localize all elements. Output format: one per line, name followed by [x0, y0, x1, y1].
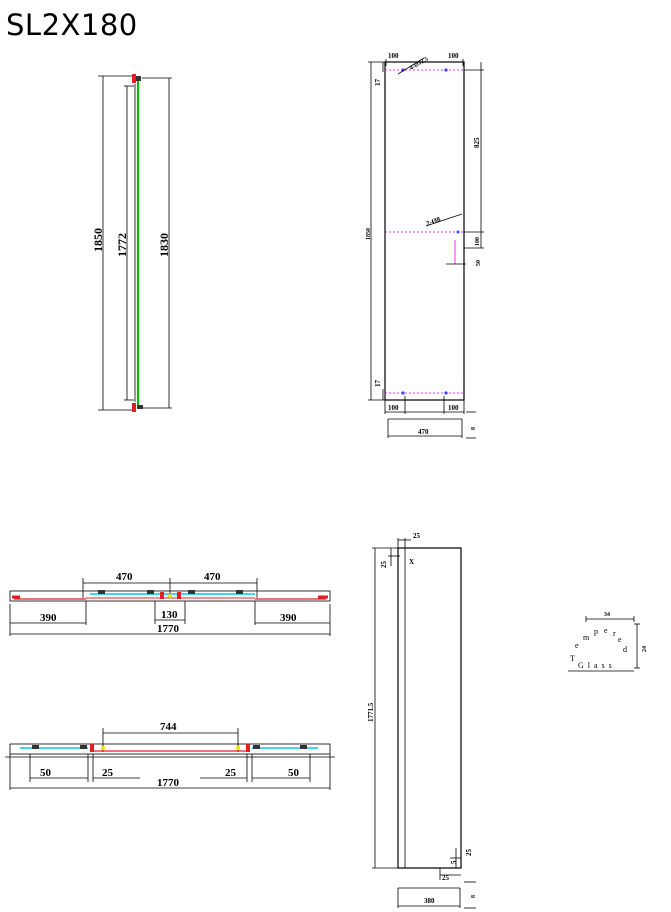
dim-total-top: 1770	[157, 623, 180, 635]
fixed-panel-view: 100 100 4-Ø12.5 17 1850 825 100 2-Ø8 50 …	[366, 52, 484, 439]
door-panel-view: 25 25 X 1771.5 25 5 25 380 8	[367, 532, 477, 909]
dim-holes-top: 4-Ø12.5	[409, 56, 429, 71]
stamp-word-glass: Glass	[578, 661, 616, 670]
dim-left-end-b: 50	[40, 767, 52, 779]
top-bracket	[132, 74, 136, 83]
dim-left-end: 390	[40, 612, 57, 624]
dim-right-end: 390	[280, 612, 297, 624]
dim-door-height: 1771.5	[367, 702, 375, 722]
bottom-bracket	[132, 403, 136, 412]
drawing-title: SL2X180	[6, 8, 138, 42]
dim-top-gap: 17	[374, 79, 382, 87]
stamp-side-dim: 24	[642, 646, 648, 652]
dim-door-top-b: 25	[380, 561, 388, 569]
dim-bottom-left: 100	[388, 404, 399, 412]
stamp-word-tempered: T e m p e r e d	[570, 626, 628, 663]
dim-panel-thickness: 8	[471, 427, 477, 430]
dim-total-bottom: 1770	[157, 777, 180, 789]
dim-1772: 1772	[115, 233, 129, 257]
door-panel-outline	[397, 547, 462, 869]
side-view: 1850 1772 1830	[91, 74, 172, 412]
dim-top-left: 100	[388, 52, 399, 60]
dim-door-top-a: 25	[413, 532, 421, 540]
dim-door-width: 380	[424, 897, 435, 905]
dim-mid-small: 100	[475, 237, 481, 246]
dim-right-span: 470	[204, 571, 221, 583]
plan-view-bottom: 744 50 25 25 50 1770	[5, 721, 335, 790]
dim-door-span: 744	[160, 721, 177, 733]
dim-left-span: 470	[116, 571, 133, 583]
dim-mid-upper: 825	[473, 137, 481, 148]
dim-bottom-right: 100	[448, 404, 459, 412]
dim-1850: 1850	[91, 228, 105, 252]
dim-top-right: 100	[448, 52, 459, 60]
dim-door-thickness: 8	[471, 895, 477, 898]
stamp-top-dim: 34	[604, 612, 610, 618]
door-mark-x: X	[409, 558, 414, 566]
dim-panel-height: 1850	[366, 228, 372, 240]
dim-door-bottom-a: 25	[465, 849, 473, 857]
dim-mid-hole: 2-Ø8	[425, 215, 442, 228]
tempered-glass-stamp: 34 24 T e m p e r e d Glass	[568, 612, 648, 672]
dim-right-end-b: 50	[288, 767, 300, 779]
dim-bottom-gap: 17	[374, 380, 382, 388]
dim-mid-lower: 50	[476, 260, 482, 266]
dim-door-bottom-b: 25	[442, 874, 450, 882]
dim-1830: 1830	[157, 233, 171, 257]
dim-right-gap: 25	[225, 767, 237, 779]
fixed-panel-outline	[384, 61, 465, 401]
dim-center: 130	[161, 609, 178, 621]
dim-door-bottom-c: 5	[450, 860, 458, 864]
dim-panel-width: 470	[418, 428, 429, 436]
plan-view-top: 470 470 390 390 130 1770	[9, 571, 331, 636]
dim-left-gap: 25	[102, 767, 114, 779]
